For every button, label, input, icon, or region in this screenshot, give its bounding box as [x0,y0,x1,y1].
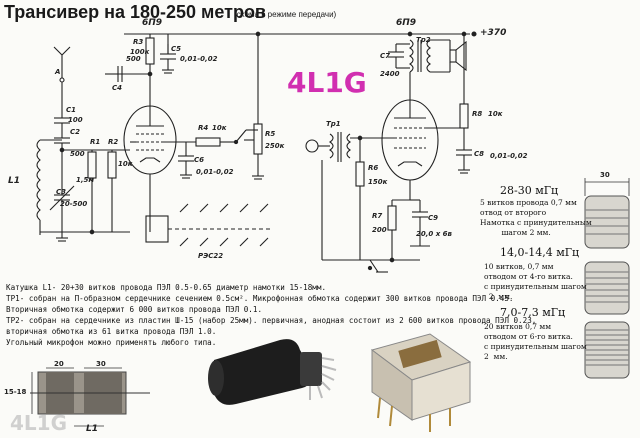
r3-value: 100к [130,48,150,56]
note-line: Вторичная обмотка содержит 6 000 витков … [6,305,263,314]
antenna-label: A [55,68,61,76]
tube1-label: 6П9 [142,18,163,28]
c1-label: C1 [66,106,77,114]
l1-label: L1 [8,176,20,186]
r7-value: 200 [372,226,387,234]
coil-range-1: 28-30 мГц [500,184,559,197]
r6-label: R6 [368,164,379,172]
c3-label: C3 [56,188,67,196]
c4-label: C4 [112,84,123,92]
r4-value: 10к [212,124,227,132]
tr2-label: Tp2 [416,36,431,44]
r4-label: R4 [198,124,209,132]
c8-label: C8 [474,150,485,158]
page-title: Трансивер на 180-250 метров [4,2,267,22]
r2-value: 10к [118,160,133,168]
note-line: ТР2- собран на сердечнике из пластин Ш-1… [6,316,537,325]
r3-label: R3 [133,38,144,46]
note-line: ТР1- собран на П-образном сердечнике сеч… [6,294,514,303]
c5-value: 0,01-0,02 [180,55,218,63]
note-line: Угольный микрофон можно применять любого… [6,338,217,347]
coil-desc-2: 10 витков, 0,7 мм отводом от 4-го витка.… [484,262,587,301]
r8-label: R8 [472,110,483,118]
c2-value: 500 [70,150,85,158]
relay-label: РЭС22 [198,252,224,260]
supply-label: +370 [480,28,507,38]
relay-photo [370,333,472,432]
r5-value: 250к [265,142,285,150]
logo-text: 4L1G [287,66,367,99]
c7-label: C7 [380,52,391,60]
tube2-label: 6П9 [396,18,417,28]
note-line: вторичная обмотка из 61 витка провода ПЭ… [6,327,217,336]
r8-value: 10к [488,110,503,118]
tr1-label: Tp1 [326,120,341,128]
coil-bottom-dim: 30 [96,360,106,368]
c7-value: 2400 [380,70,400,78]
c5-label: C5 [171,45,182,53]
c4-value: 500 [126,55,141,63]
page-subtitle: (схема в режиме передачи) [234,10,337,19]
r7-label: R7 [372,212,383,220]
coil-range-3: 7,0-7,3 мГц [500,306,566,319]
c3-value: 20-500 [60,200,88,208]
r5-label: R5 [265,130,276,138]
coil-top-dim: 20 [54,360,64,368]
r6-value: 150к [368,178,388,186]
coil-height-dim: 15-18 [4,388,27,396]
c9-label: C9 [428,214,439,222]
watermark: 4L1G [10,411,67,435]
c2-label: C2 [70,128,81,136]
coil-desc-1: 5 витков провода 0,7 мм отвод от второго… [480,198,592,237]
coil-desc-3: 20 витков 0,7 мм отводом от 6-го витка. … [484,322,587,361]
c6-label: C6 [194,156,205,164]
r1-value: 1,5м [76,176,95,184]
c6-value: 0,01-0,02 [196,168,234,176]
c9-value: 20,0 x 6в [416,230,452,238]
notes-block: Катушка L1- 20+30 витков провода ПЭЛ 0.5… [6,282,537,348]
c8-value: 0,01-0,02 [490,152,528,160]
r1-label: R1 [90,138,101,146]
r2-label: R2 [108,138,119,146]
note-line: Катушка L1- 20+30 витков провода ПЭЛ 0.5… [6,283,327,292]
c1-value: 100 [68,116,83,124]
coil-range-2: 14,0-14,4 мГц [500,246,580,259]
coil-l1-label: L1 [86,424,98,434]
vacuum-tube-photo [208,339,337,405]
coil-width-label: 30 [600,171,610,179]
